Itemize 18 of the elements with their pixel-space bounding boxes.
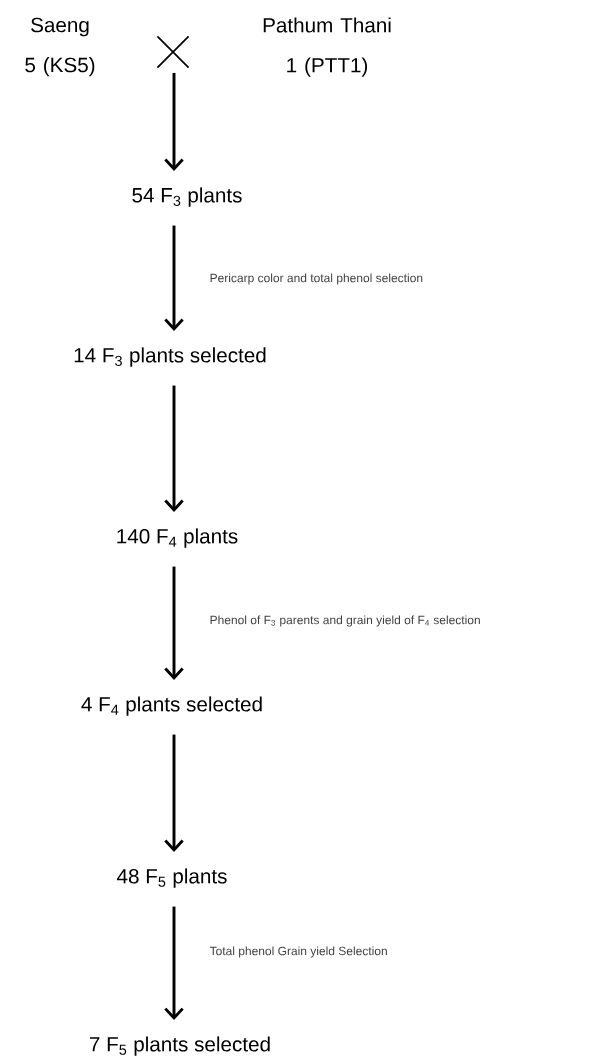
cross-symbol — [156, 35, 190, 69]
arrow — [164, 225, 184, 332]
node-label: 48 F$_{5}$ plants — [117, 868, 227, 888]
edge-label: Pericarp color and total phenol selection — [208, 272, 425, 286]
node-label: Saeng 5 (KS5) — [25, 17, 95, 77]
node-label: 7 F$_{5}$ plants selected — [90, 1036, 270, 1056]
arrow — [164, 734, 184, 853]
arrow — [164, 566, 184, 681]
arrow — [164, 72, 184, 172]
edge-label: Total phenol Grain yield Selection — [208, 945, 390, 959]
node-label: 54 F$_{3}$ plants — [132, 187, 242, 207]
node-label: 4 F$_{4}$ plants selected — [81, 696, 262, 716]
node-label: 14 F$_{3}$ plants selected — [74, 347, 266, 367]
node-label: Pathum Thani 1 (PTT1) — [263, 17, 391, 77]
arrow — [164, 385, 184, 513]
edge-label: Phenol of F$_{3}$ parents and grain yield of F$_{4}$ selection — [208, 614, 482, 628]
arrow — [164, 906, 184, 1021]
node-label: 140 F$_{4}$ plants — [117, 528, 238, 548]
